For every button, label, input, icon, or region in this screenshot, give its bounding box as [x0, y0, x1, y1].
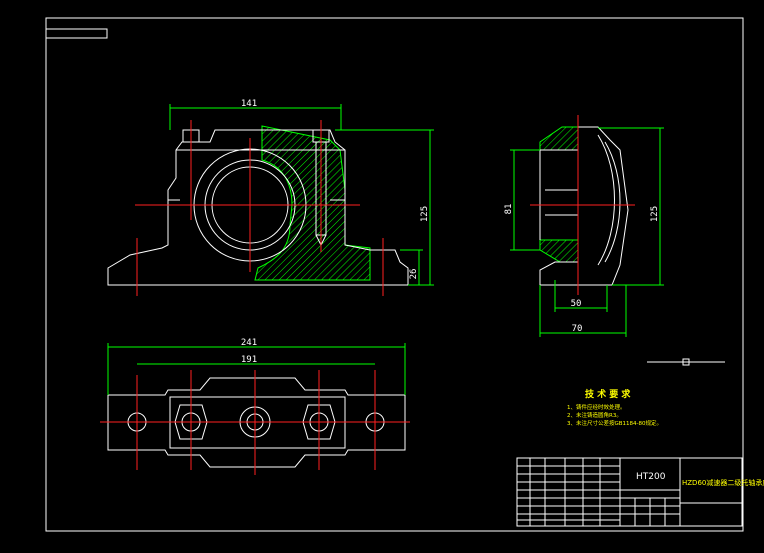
side-view: 81 125 50 70 [504, 115, 664, 337]
dim-side-bore: 81 [504, 204, 514, 215]
dim-side-foot: 50 [571, 299, 582, 309]
side-body-outline [539, 126, 629, 286]
sheet-border [45, 17, 744, 532]
dim-side-base: 70 [572, 324, 583, 334]
dim-front-base: 26 [409, 269, 419, 280]
front-body-outline [107, 129, 409, 286]
plan-view: 241 191 [100, 338, 410, 475]
dim-plan-bolt-spacing: 191 [241, 355, 257, 365]
dim-side-height: 125 [650, 206, 660, 222]
notes-line-2: 2、未注铸造圆角R3。 [567, 411, 622, 419]
notes-title: 技 术 要 求 [585, 388, 631, 400]
dim-front-height: 125 [420, 206, 430, 222]
notes-line-3: 3、未注尺寸公差按GB1184-80规定。 [567, 419, 662, 427]
dim-plan-overall: 241 [241, 338, 257, 348]
scale-symbol [647, 358, 725, 366]
front-section-hatch [254, 125, 371, 281]
dim-front-width: 141 [241, 99, 257, 109]
side-curve-2 [604, 141, 621, 263]
side-hatch-bottom [539, 239, 579, 263]
title-block-material: HT200 [636, 472, 666, 482]
plan-outline [107, 377, 406, 468]
title-block-drawing-name: HZD60减速器二级托轴承座 [682, 478, 764, 487]
side-hatch-top [539, 126, 579, 151]
side-curve-1 [597, 134, 615, 266]
notes-line-1: 1、铸件应经时效处理。 [567, 403, 626, 411]
front-view: 141 125 26 [107, 99, 434, 296]
sheet-tag-box [45, 28, 108, 39]
title-block: HT200 HZD60减速器二级托轴承座 [516, 457, 764, 527]
technical-notes: 技 术 要 求 1、铸件应经时效处理。 2、未注铸造圆角R3。 3、未注尺寸公差… [567, 388, 662, 427]
